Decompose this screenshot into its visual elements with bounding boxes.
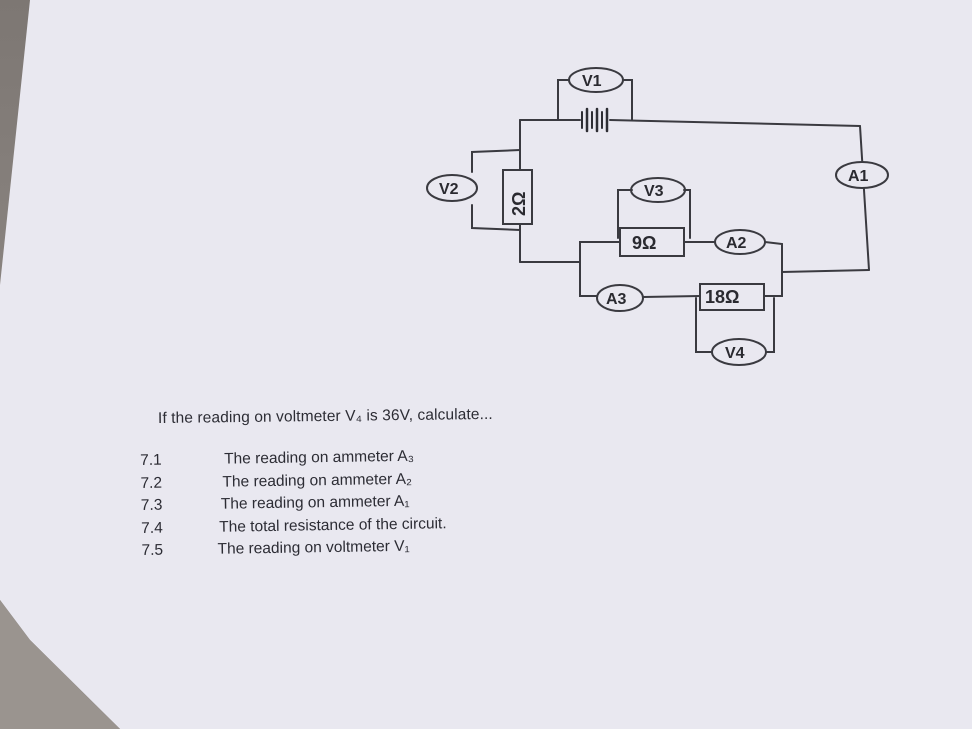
label-v4: V4 (725, 345, 745, 362)
voltmeter-v2 (426, 174, 478, 202)
question-number: 7.1 (140, 451, 162, 469)
wire-v4-bracket (695, 297, 775, 353)
resistor-2ohm (502, 169, 533, 225)
label-9ohm: 9Ω (632, 233, 656, 253)
question-text: The reading on ammeter A₁ (220, 492, 410, 513)
wire-v1-bracket (557, 79, 633, 121)
voltmeter-v1 (568, 67, 624, 93)
circuit-diagram (426, 67, 889, 366)
label-v3: V3 (644, 183, 664, 200)
label-18ohm: 18Ω (705, 287, 739, 307)
wire-top-right (609, 119, 861, 127)
question-number: 7.3 (140, 496, 163, 514)
ammeter-a1 (835, 161, 889, 189)
paper-shade (0, 600, 120, 729)
question-number: 7.4 (141, 519, 163, 537)
battery-cell (581, 107, 609, 133)
voltmeter-v3 (630, 177, 686, 203)
label-v2: V2 (439, 181, 459, 198)
wire-branch-lower-left (579, 261, 598, 297)
label-2ohm: 2Ω (509, 192, 529, 216)
wire-18-right (763, 271, 783, 297)
voltmeter-v4 (711, 338, 767, 366)
wire-right-side (859, 125, 870, 271)
wire-v2-bracket (471, 149, 521, 231)
wire-bottom-right (781, 269, 870, 273)
wire-branch-left (579, 241, 621, 263)
question-number: 7.5 (141, 541, 164, 559)
wire-a2-right (764, 241, 783, 273)
wire-a3-to-18 (642, 295, 701, 298)
question-text: The total resistance of the circuit. (219, 514, 447, 536)
label-a2: A2 (726, 235, 747, 252)
question-number: 7.2 (140, 474, 163, 492)
question-text: The reading on ammeter A₃ (223, 447, 415, 468)
question-text: The reading on voltmeter V₁ (217, 537, 410, 558)
resistor-9ohm (619, 227, 685, 257)
label-a3: A3 (606, 291, 627, 308)
question-text: The reading on ammeter A₂ (222, 470, 413, 491)
label-v1: V1 (582, 73, 602, 90)
label-a1: A1 (848, 168, 869, 185)
